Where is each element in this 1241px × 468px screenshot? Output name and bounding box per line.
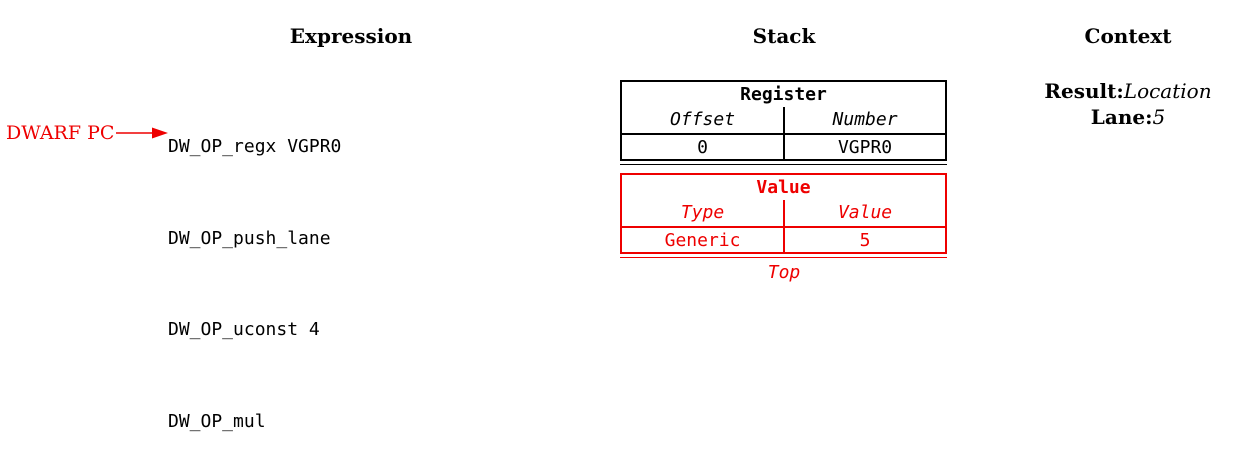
stack-entry-title: Register (740, 84, 827, 105)
entry-cell-offset-value: 0 (622, 133, 786, 159)
stack-entry-value: Value Type Value Generic 5 (620, 173, 947, 258)
dwarf-pc-arrow-icon (116, 127, 169, 139)
expression-list: DW_OP_regx VGPR0 DW_OP_push_lane DW_OP_u… (168, 71, 341, 468)
stack-entry-table: Value Type Value Generic 5 (620, 173, 947, 254)
entry-col-header-number: Number (832, 109, 898, 130)
expression-item: DW_OP_mul (168, 410, 266, 432)
entry-cell-number-value: VGPR0 (785, 133, 945, 159)
entry-cell-type-value: Generic (622, 226, 786, 252)
stack-column-header: Stack (752, 24, 816, 48)
entry-col-header-value: Value (837, 202, 893, 223)
expression-column-header: Expression (289, 24, 413, 48)
expression-item: DW_OP_uconst 4 (168, 319, 320, 340)
stack-entry-value-row: Generic 5 (622, 226, 945, 252)
dwarf-pc-marker: DWARF PC (6, 122, 169, 144)
stack-top-label: Top (767, 262, 801, 283)
context-panel: Result:Location Lane:5 (1044, 78, 1211, 130)
stack-entry-register: Register Offset Number 0 VGPR0 (620, 80, 947, 165)
stack-entry-table: Register Offset Number 0 VGPR0 (620, 80, 947, 161)
stack-entry-underline (620, 164, 947, 165)
expression-item: DW_OP_regx VGPR0 (168, 136, 342, 157)
stack-entry-title: Value (756, 177, 811, 198)
stack-entry-header-row: Type Value (622, 200, 945, 226)
context-field-lane: Lane:5 (1044, 104, 1211, 130)
context-field-value: 5 (1152, 105, 1166, 129)
expression-item: DW_OP_push_lane (168, 227, 331, 249)
context-column-header: Context (1084, 24, 1172, 48)
stack-entry-underline (620, 257, 947, 258)
context-field-result: Result:Location (1044, 78, 1211, 104)
entry-cell-value-value: 5 (785, 226, 945, 252)
dwarf-pc-label: DWARF PC (6, 122, 115, 144)
stack-entry-value-row: 0 VGPR0 (622, 133, 945, 159)
context-field-label: Lane: (1090, 105, 1153, 129)
entry-col-header-type: Type (622, 200, 786, 226)
stack-entry-header-row: Offset Number (622, 107, 945, 133)
context-field-value: Location (1123, 79, 1212, 103)
context-field-label: Result: (1044, 79, 1124, 103)
entry-col-header-offset: Offset (622, 107, 786, 133)
